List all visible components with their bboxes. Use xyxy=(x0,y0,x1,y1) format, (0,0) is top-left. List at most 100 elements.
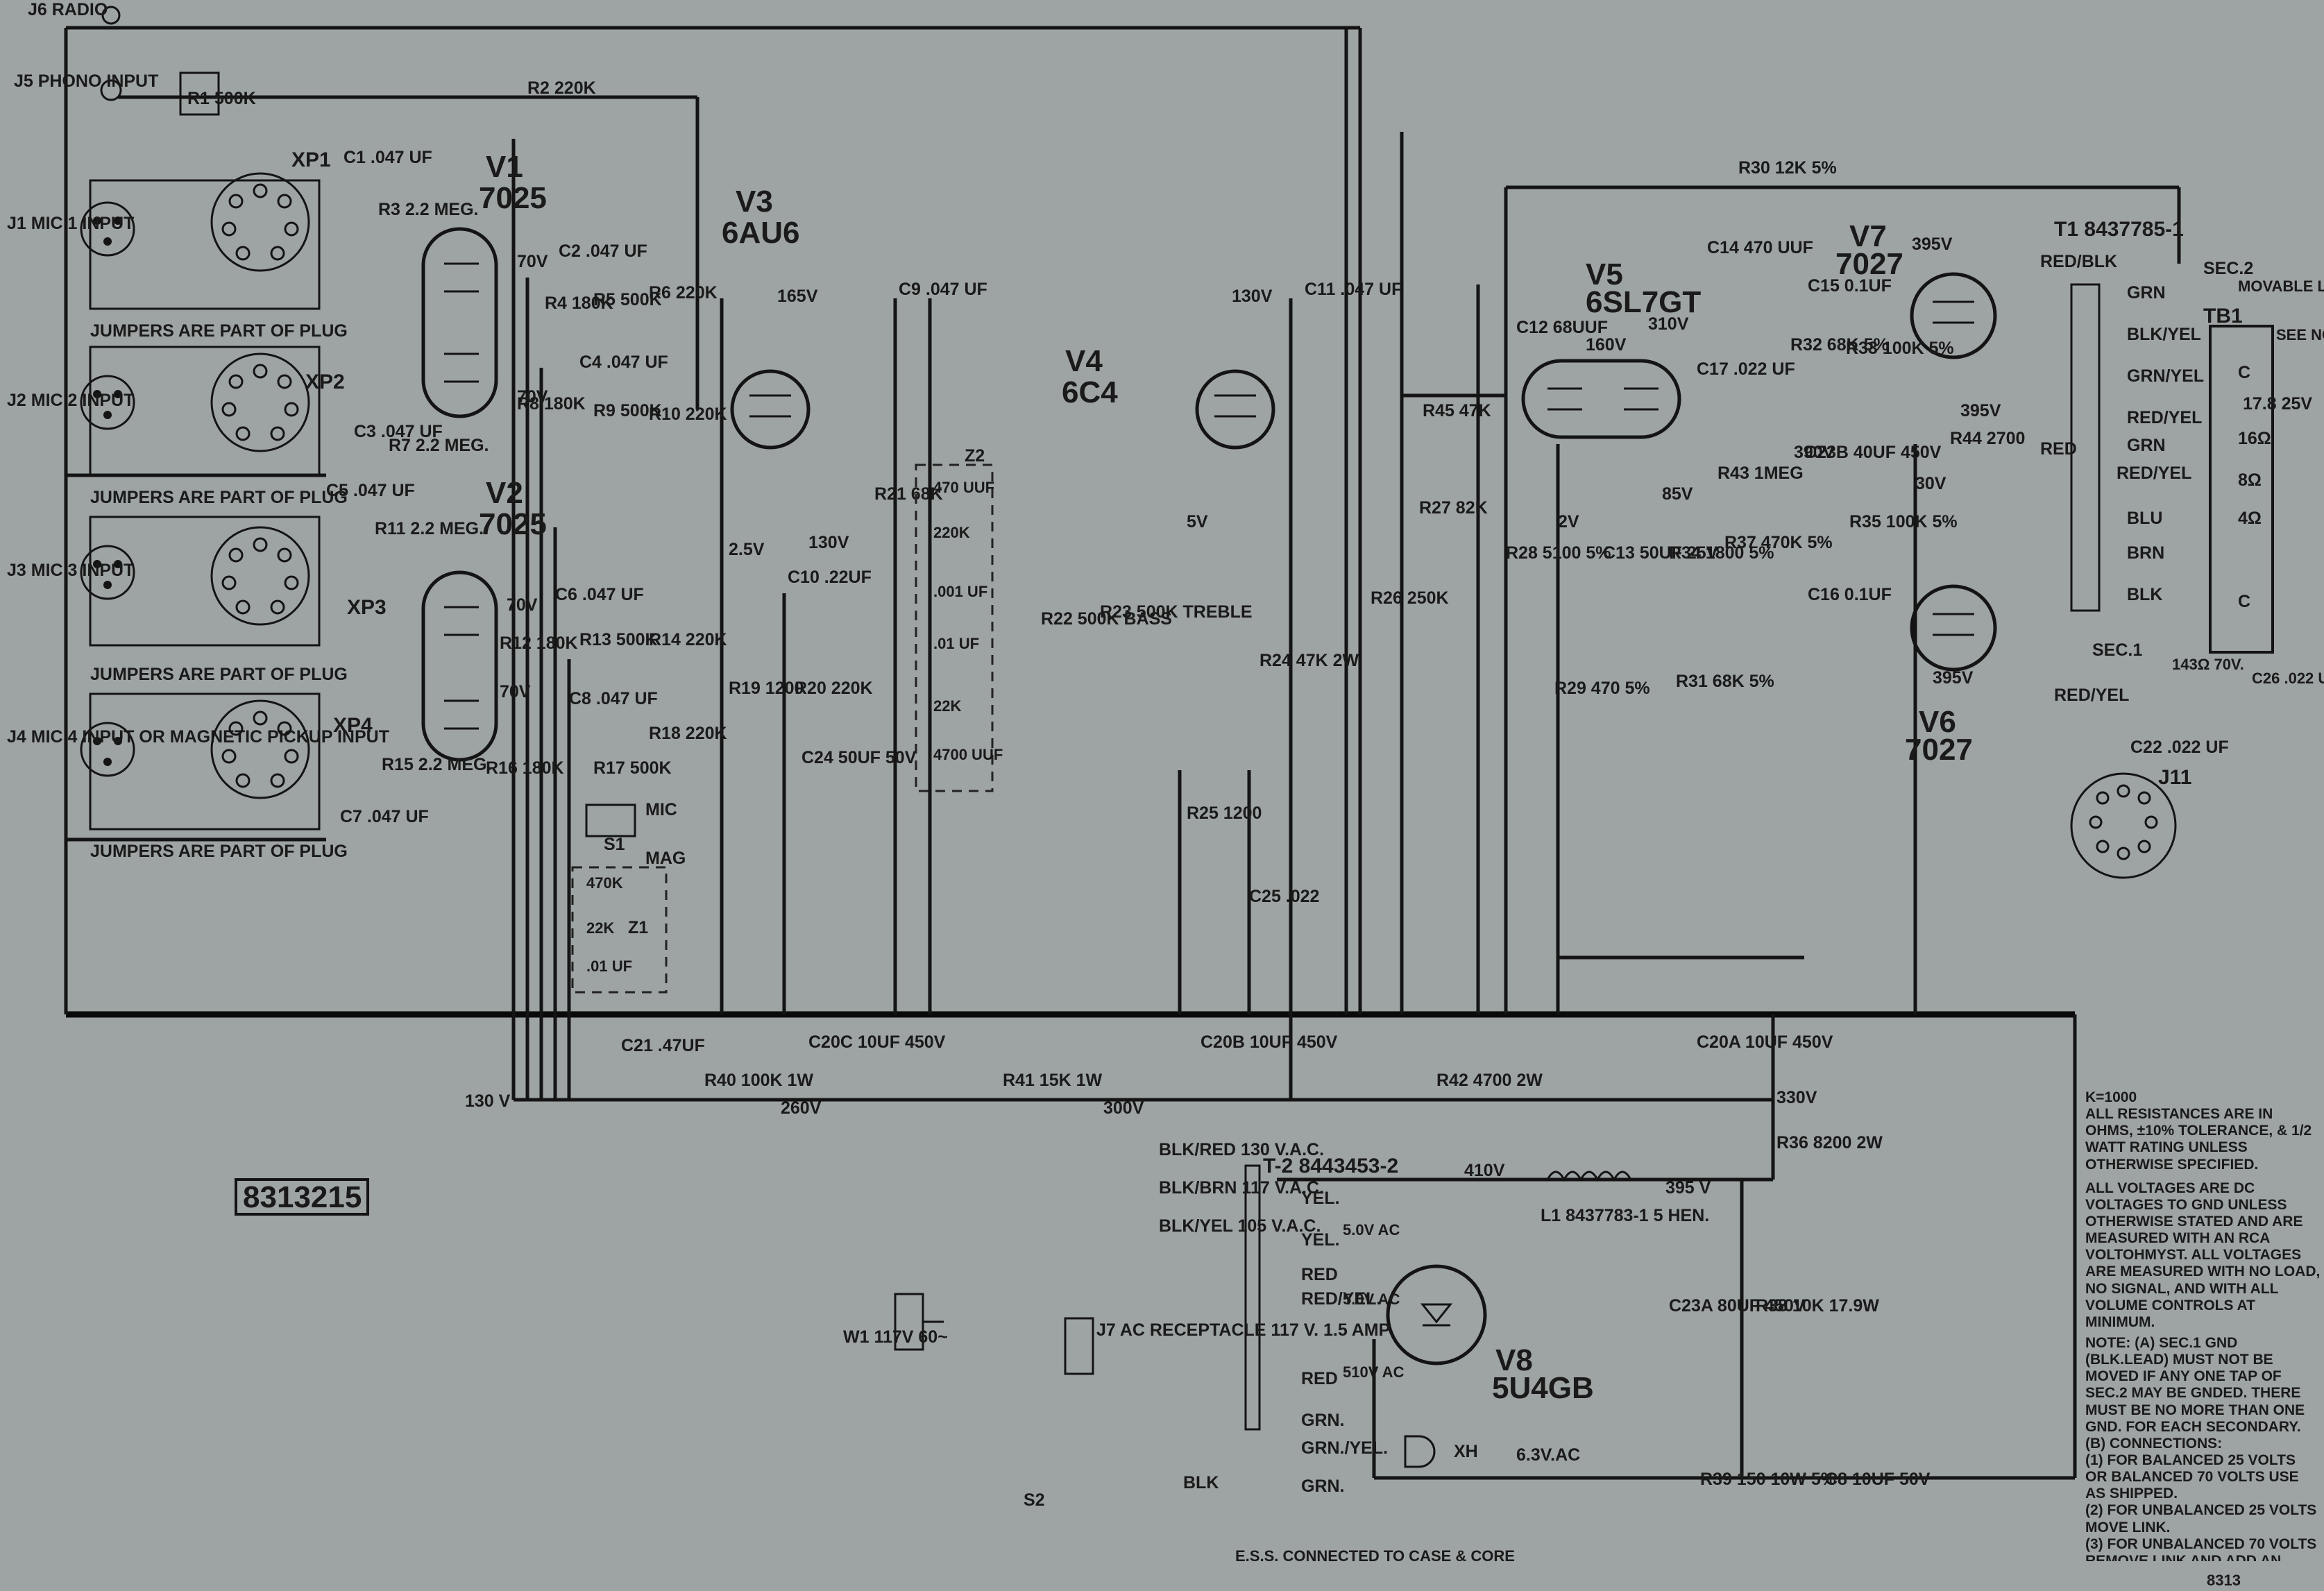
v5-ref: V5 xyxy=(1586,257,1623,291)
t2-winding-11: 5.0V AC xyxy=(1343,1291,1400,1308)
c7-label: C7 .047 UF xyxy=(340,807,429,826)
r19-label: R19 1200 xyxy=(729,679,804,698)
t1-lead-1: RED/BLK xyxy=(2040,252,2117,271)
c23a-label: C23A 80UF 450V xyxy=(1669,1296,1806,1316)
note-b: (B) CONNECTIONS: xyxy=(2085,1435,2223,1452)
r39-label: R39 150 10W 5% xyxy=(1700,1470,1836,1489)
s2-label: S2 xyxy=(1024,1490,1045,1510)
j11-label: J11 xyxy=(2158,766,2191,789)
note-resistances: ALL RESISTANCES ARE IN OHMS, ±10% TOLERA… xyxy=(2085,1106,2312,1173)
voltage-6: 2.5V xyxy=(729,540,765,559)
tb1-tap-8: 143Ω 70V. xyxy=(2172,656,2244,673)
socket-xp3: XP3 JUMPERS ARE PART OF PLUG xyxy=(90,526,387,684)
t2-winding-3: RED xyxy=(1301,1265,1338,1284)
corner-mark: 8313 xyxy=(2207,1572,2241,1589)
voltage-10: 160V xyxy=(1586,335,1627,355)
r24-label: R24 47K 2W xyxy=(1259,651,1359,670)
t1-lead-7: RED/YEL xyxy=(2127,408,2202,427)
v5-type: 6SL7GT xyxy=(1586,285,1701,319)
c20b-label: C20B 10UF 450V xyxy=(1201,1032,1338,1052)
v3-stage: C9 .047 UF R21 68K R19 1200 C10 .22UF R2… xyxy=(729,280,987,767)
r35-label: R35 100K 5% xyxy=(1849,512,1958,531)
output-socket-j11: J11 xyxy=(2070,766,2191,879)
socket-xp2: XP2 JUMPERS ARE PART OF PLUG xyxy=(90,352,348,507)
r6-label: R6 220K xyxy=(649,283,718,303)
general-notes: K=1000 ALL RESISTANCES ARE IN OHMS, ±10%… xyxy=(2085,1089,2321,1589)
voltage-9: 5V xyxy=(1187,512,1208,531)
power-supply: T-2 8443453-2 BLK/RED 130 V.A.C. BLK/BRN… xyxy=(843,1140,1931,1565)
z2-part-4: .01 UF xyxy=(933,635,979,652)
c21-label: C21 .47UF xyxy=(621,1036,705,1055)
c5-label: C5 .047 UF xyxy=(326,481,415,500)
movable-link-label: MOVABLE LINK xyxy=(2238,278,2324,295)
t2-winding-2: YEL. xyxy=(1301,1230,1340,1250)
c26-label: C26 .022 UF xyxy=(2252,670,2324,687)
preamp-components: R2 220K C1 .047 UF R3 2.2 MEG. C2 .047 U… xyxy=(326,78,727,826)
socket-xp4: XP4 JUMPERS ARE PART OF PLUG xyxy=(90,699,373,861)
r7-label: R7 2.2 MEG. xyxy=(389,436,489,455)
r1-label: R1 500K xyxy=(187,89,256,108)
tb1-tap-4: 16Ω xyxy=(2238,429,2271,448)
t1-lead-11: BRN xyxy=(2127,543,2164,563)
t2-winding-8: GRN. xyxy=(1301,1477,1345,1496)
z2-label: Z2 xyxy=(965,446,985,466)
v5-stage: R30 12K 5% C14 470 UUF C12 68UUF C17 .02… xyxy=(1506,158,1837,698)
drawing-number: 8313215 xyxy=(243,1180,362,1214)
tb1-tap-5: 8Ω xyxy=(2238,470,2262,490)
sec1-label: SEC.1 xyxy=(2092,640,2142,660)
r26-label: R26 250K xyxy=(1371,588,1449,608)
r2-label: R2 220K xyxy=(527,78,596,98)
t1-lead-5: BLK/YEL xyxy=(2127,325,2201,344)
voltage-19: 130 V xyxy=(465,1091,511,1111)
r20-label: R20 220K xyxy=(795,679,873,698)
j4-label: J4 MIC 4 INPUT OR MAGNETIC PICKUP INPUT xyxy=(7,727,389,747)
j4-mic-jack: J4 MIC 4 INPUT OR MAGNETIC PICKUP INPUT xyxy=(7,692,389,831)
z1-part-2: 22K xyxy=(586,919,614,937)
t1-lead-9: RED/YEL xyxy=(2117,463,2191,483)
voltage-7: 130V xyxy=(808,533,849,552)
r42-label: R42 4700 2W xyxy=(1436,1071,1543,1090)
v8-ref: V8 xyxy=(1495,1343,1533,1377)
voltage-16: 395V xyxy=(1960,401,2001,420)
w1-label: W1 117V 60~ xyxy=(843,1327,948,1347)
t2-label: T-2 8443453-2 xyxy=(1263,1155,1398,1177)
c8-label: C8 .047 UF xyxy=(569,689,658,708)
c11-label: C11 .047 UF xyxy=(1305,280,1402,299)
c20c-label: C20C 10UF 450V xyxy=(808,1032,946,1052)
v4-stage: C11 .047 UF R24 47K 2W R25 1200 C25 .022… xyxy=(1187,280,1491,906)
t1-lead-2: RED xyxy=(2040,439,2077,459)
t2-winding-5: RED xyxy=(1301,1369,1338,1388)
voltage-24: 395 V xyxy=(1665,1178,1711,1198)
voltage-23: 410V xyxy=(1464,1161,1505,1180)
z2-part-3: .001 UF xyxy=(933,583,987,600)
v7-type: 7027 xyxy=(1835,247,1903,281)
v6-type: 7027 xyxy=(1905,733,1973,767)
c10-label: C10 .22UF xyxy=(788,568,872,587)
r36-label: R36 8200 2W xyxy=(1776,1133,1883,1152)
t2-winding-12: 510V AC xyxy=(1343,1363,1405,1381)
note-voltages: ALL VOLTAGES ARE DC VOLTAGES TO GND UNLE… xyxy=(2085,1180,2321,1330)
note-k: K=1000 xyxy=(2085,1089,2137,1105)
c12-label: C12 68UUF xyxy=(1516,318,1608,337)
v8-type: 5U4GB xyxy=(1492,1371,1594,1405)
tone-network-z2: Z2 470 UUF 220K .001 UF .01 UF 22K 4700 … xyxy=(915,446,1253,792)
r23-label: R23 500K TREBLE xyxy=(1100,602,1253,622)
r32-label: R32 68K 5% xyxy=(1790,335,1889,355)
r34-label: R34 1800 5% xyxy=(1669,543,1774,563)
l1-label: L1 8437783-1 5 HEN. xyxy=(1541,1206,1709,1225)
socket-xp1: XP1 JUMPERS ARE PART OF PLUG xyxy=(90,148,348,341)
tube-v5: V5 6SL7GT xyxy=(1521,257,1701,439)
t1-lead-6: GRN/YEL xyxy=(2127,366,2204,386)
c8b-label: C8 10UF 50V xyxy=(1825,1470,1931,1489)
c2-label: C2 .047 UF xyxy=(559,241,647,261)
voltage-2: 70V xyxy=(517,387,548,407)
v1-type: 7025 xyxy=(479,181,547,215)
j3-label: J3 MIC 3 INPUT xyxy=(7,561,134,580)
t2-winding-6: GRN. xyxy=(1301,1411,1345,1430)
j5-label: J5 PHONO INPUT xyxy=(14,71,158,91)
note-b1: (1) FOR BALANCED 25 VOLTS OR BALANCED 70… xyxy=(2085,1452,2299,1502)
tb1-tap-6: 4Ω xyxy=(2238,509,2262,528)
voltage-15: 395V xyxy=(1912,235,1953,254)
r8-label: R8 180K xyxy=(517,394,586,414)
tb1-tap-3: 17.8 25V xyxy=(2243,394,2312,414)
